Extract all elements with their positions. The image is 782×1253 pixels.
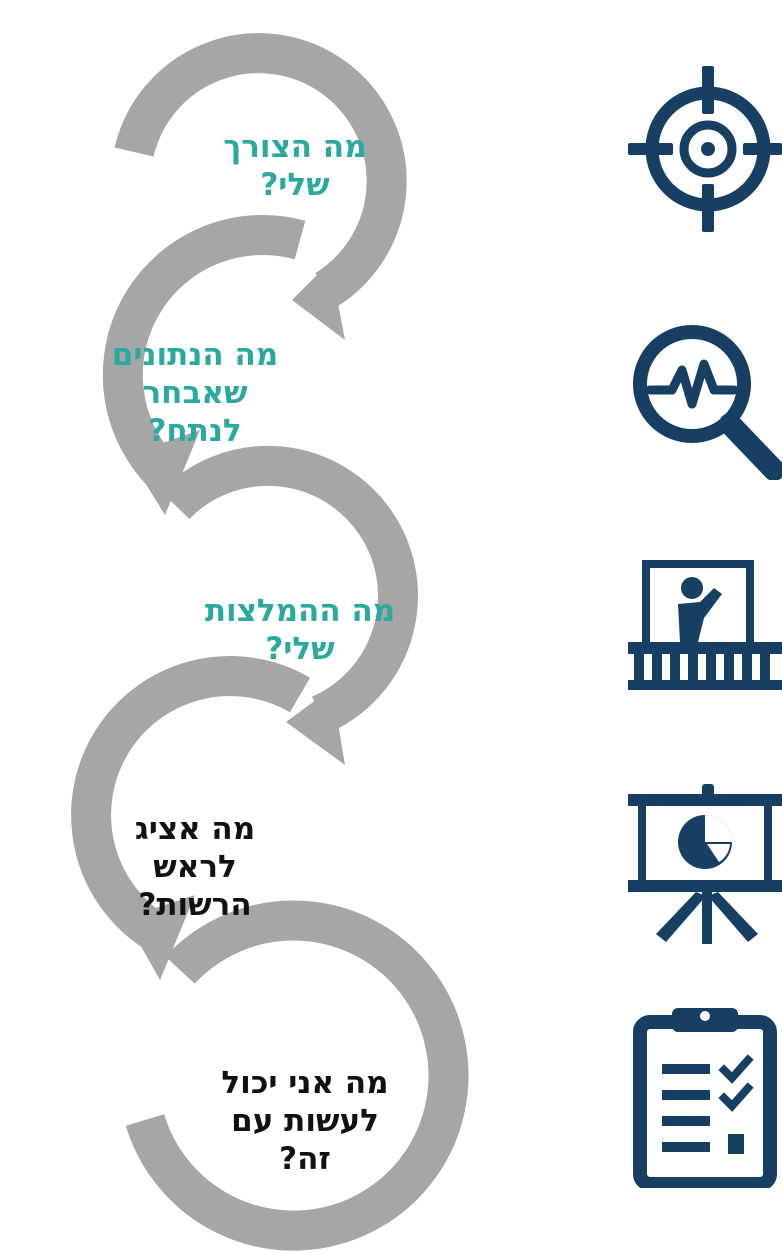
speaker-at-podium-icon bbox=[628, 560, 782, 690]
step-4-line-1: מה אציג bbox=[134, 811, 256, 847]
step-4-line-2: לראש bbox=[153, 849, 237, 885]
flow-arc-1 bbox=[114, 33, 407, 307]
step-5-line-3: זה? bbox=[279, 1141, 331, 1177]
presentation-board-icon bbox=[628, 784, 782, 944]
step-4-text: מה אציג לראש הרשות? bbox=[80, 810, 310, 924]
step-2-text: מה הנתונים שאבחר לנתח? bbox=[70, 336, 320, 450]
step-2-line-1: מה הנתונים bbox=[111, 337, 279, 373]
flow-arrowhead-4 bbox=[125, 895, 195, 980]
flow-arc-3 bbox=[160, 445, 418, 734]
flow-arrowhead-2 bbox=[128, 430, 200, 515]
flow-arrowhead-1 bbox=[292, 262, 345, 340]
step-5-line-1: מה אני יכול bbox=[221, 1065, 389, 1101]
analytics-magnifier-icon bbox=[633, 325, 782, 480]
step-1-line-2: שלי? bbox=[260, 167, 330, 203]
step-2-line-3: לנתח? bbox=[148, 413, 242, 449]
step-5-text: מה אני יכול לעשות עם זה? bbox=[180, 1064, 430, 1178]
flow-arc-4 bbox=[71, 656, 311, 953]
step-4-line-3: הרשות? bbox=[138, 887, 252, 923]
checklist-clipboard-icon bbox=[633, 1008, 777, 1188]
step-3-line-2: שלי? bbox=[265, 631, 335, 667]
step-3-line-1: מה ההמלצות bbox=[204, 593, 396, 629]
step-3-text: מה ההמלצות שלי? bbox=[170, 592, 430, 668]
flow-arc-5 bbox=[125, 900, 469, 1251]
step-1-line-1: מה הצורך bbox=[223, 129, 367, 165]
target-icon bbox=[628, 66, 782, 232]
step-2-line-2: שאבחר bbox=[142, 375, 248, 411]
flow-arc-2 bbox=[102, 214, 306, 484]
flow-arrowhead-3 bbox=[286, 688, 345, 765]
step-1-text: מה הצורך שלי? bbox=[180, 128, 410, 204]
step-5-line-2: לעשות עם bbox=[231, 1103, 379, 1139]
